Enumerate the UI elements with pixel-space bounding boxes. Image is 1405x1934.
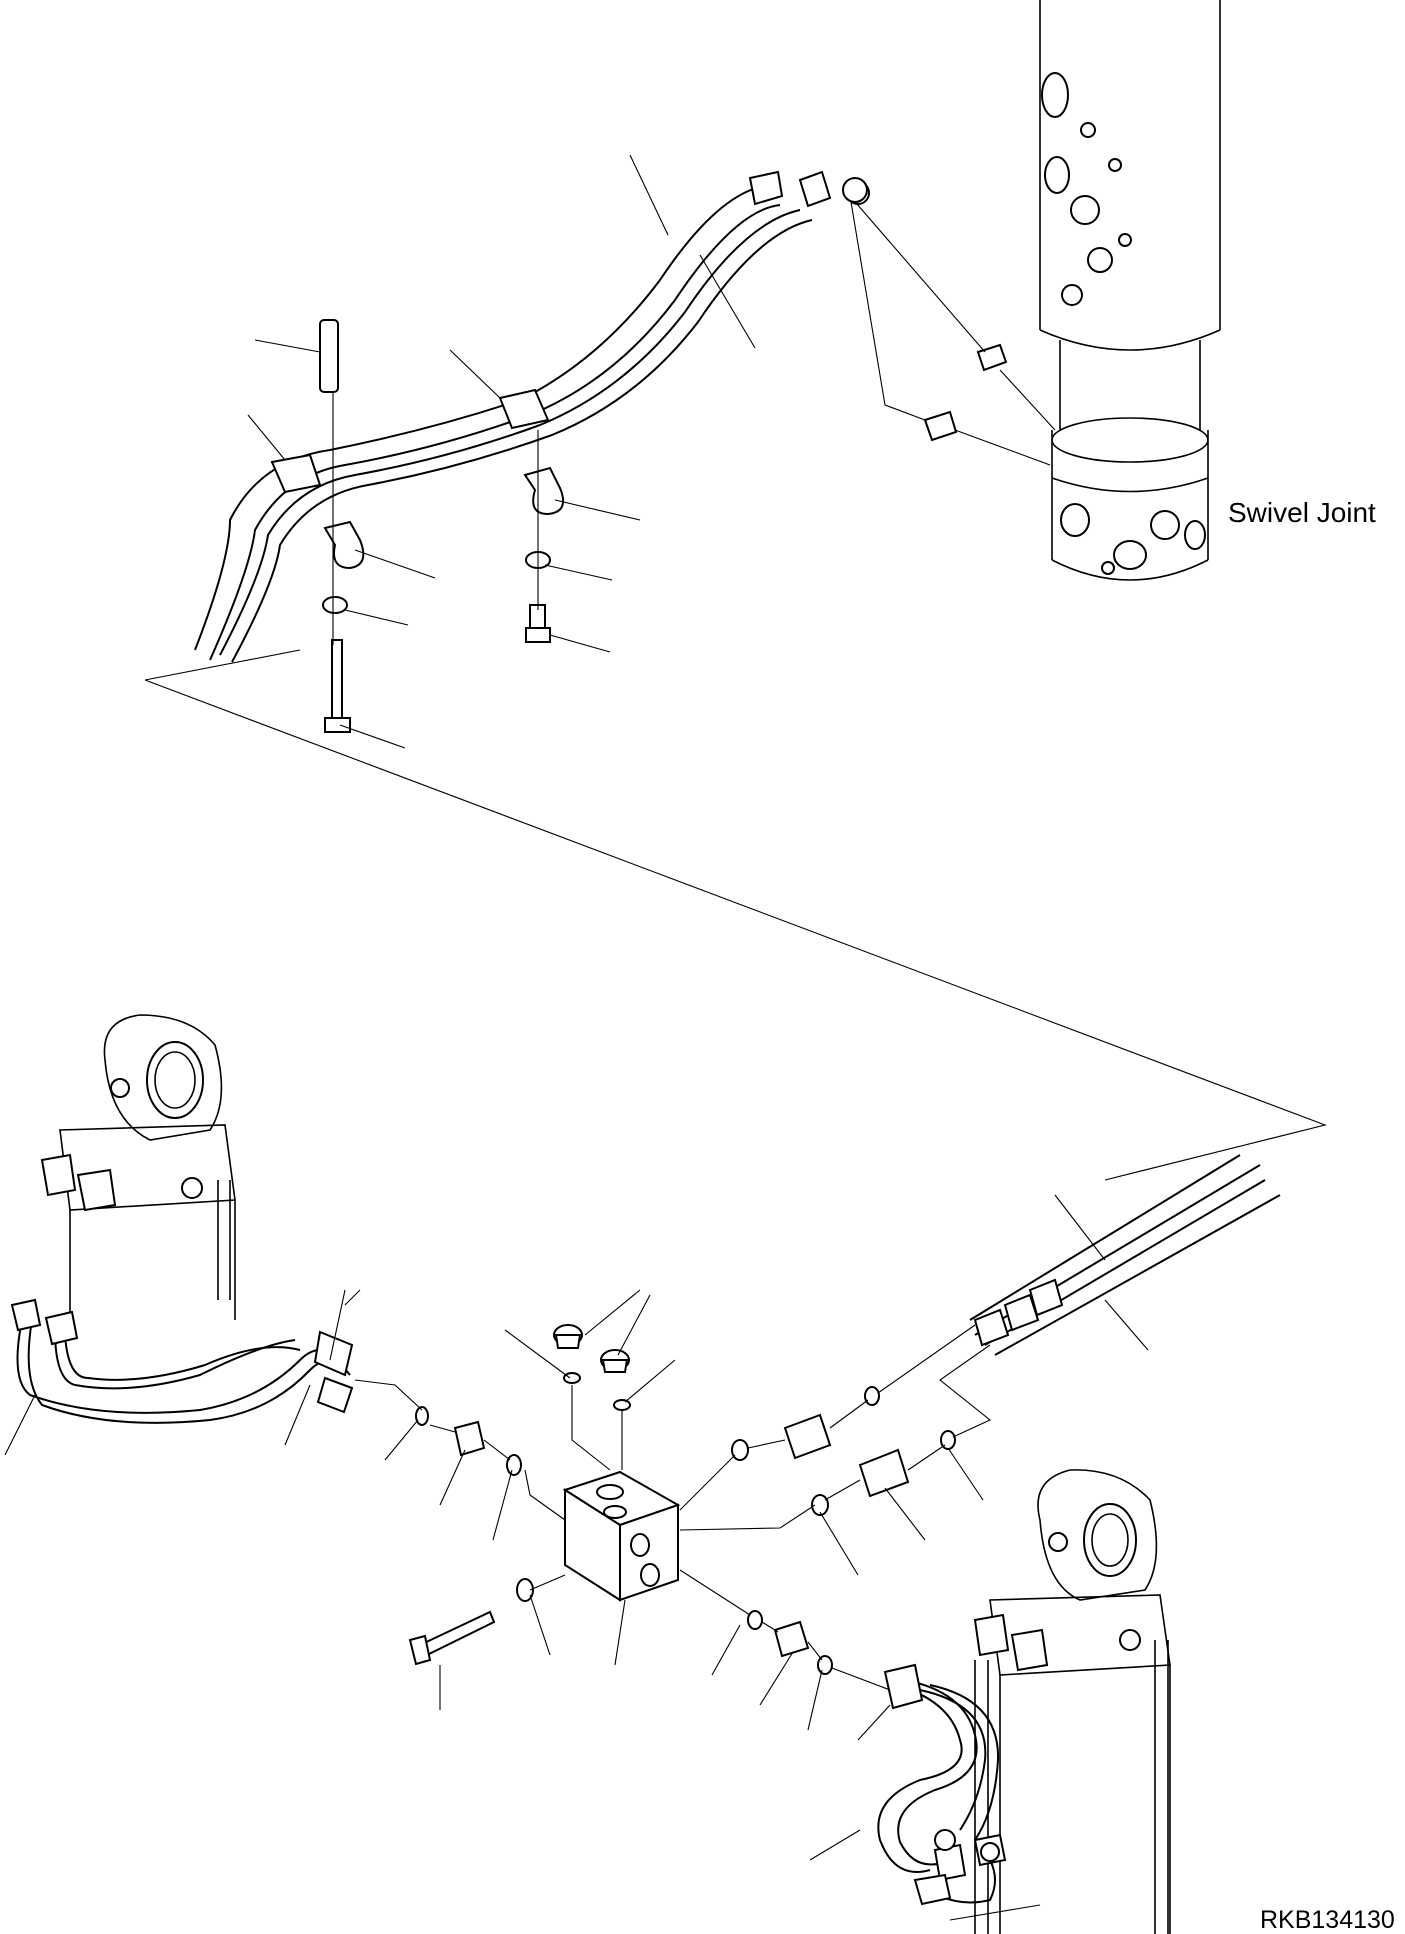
left-cylinder — [40, 1014, 236, 1330]
swivel-fittings — [846, 181, 1056, 466]
valve-block — [562, 1470, 681, 1602]
lower-connection-lines — [354, 1324, 992, 1691]
right-cylinder-hoses — [877, 1663, 1007, 1906]
valve-fittings — [408, 1324, 956, 1675]
right-incoming-hoses — [969, 1154, 1281, 1356]
upper-leader-lines — [144, 154, 1327, 1181]
lower-leader-lines — [4, 1194, 1149, 1921]
swivel-joint — [1039, 0, 1221, 581]
figure-code: RKB134130 — [1260, 1906, 1395, 1934]
right-cylinder — [973, 1469, 1171, 1934]
upper-hose-assembly — [194, 170, 868, 733]
left-cylinder-hoses — [10, 1298, 354, 1424]
swivel-joint-label: Swivel Joint — [1228, 497, 1376, 528]
